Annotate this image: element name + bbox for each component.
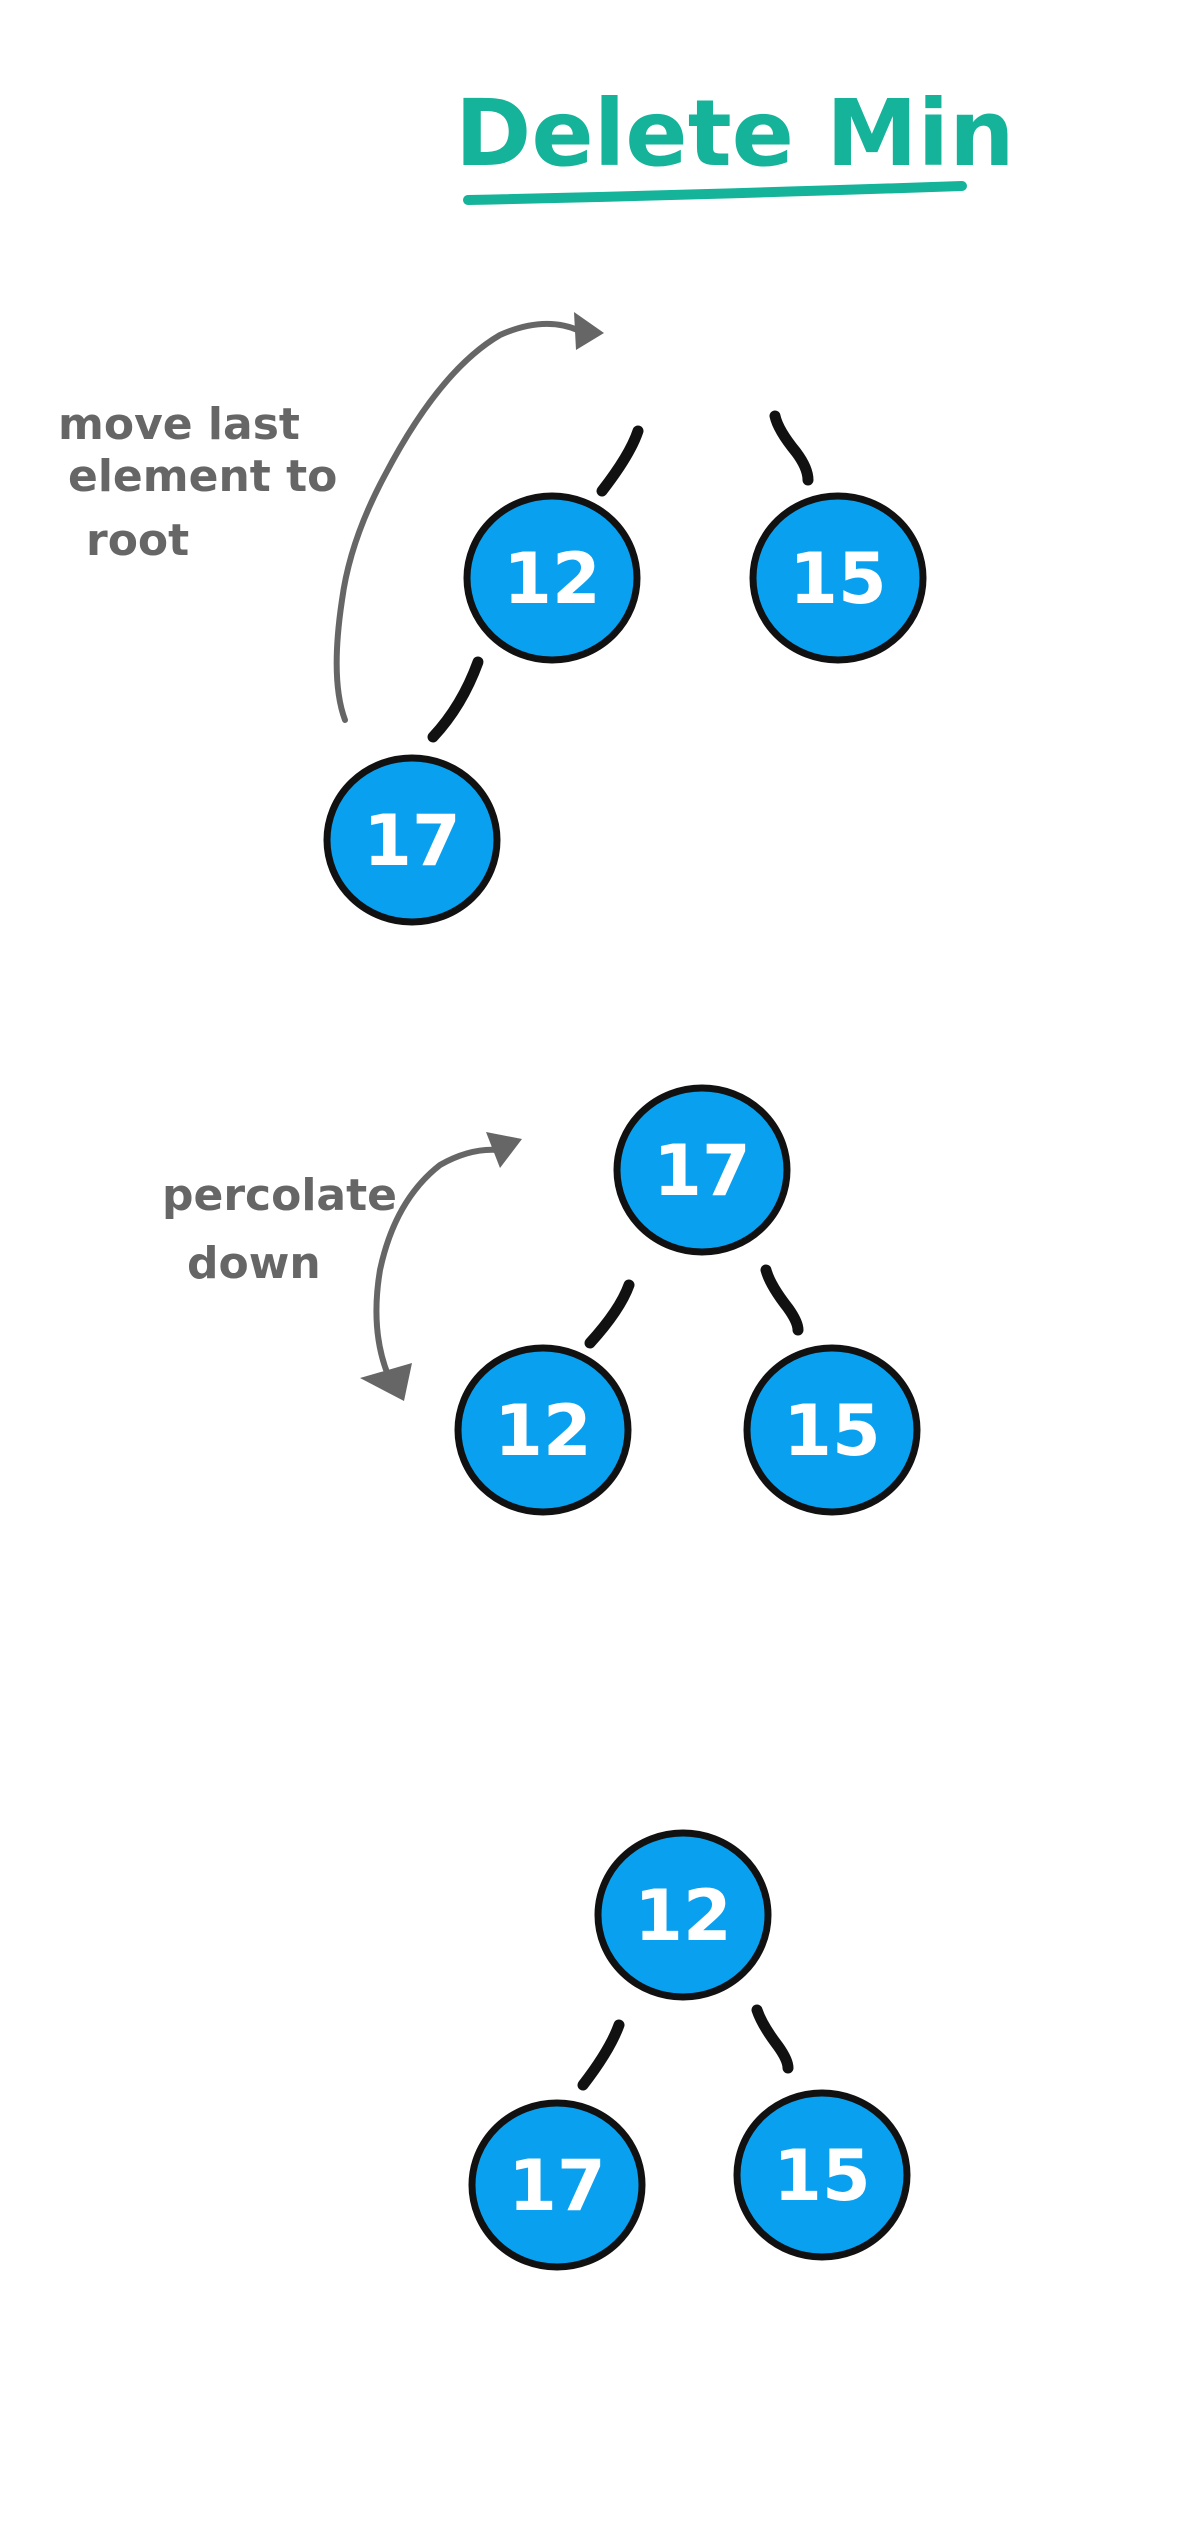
- node-circle: [594, 1829, 772, 2001]
- percolate-arrow: [373, 1146, 501, 1378]
- move-last-label-line3: root: [86, 515, 189, 566]
- percolate-arrowhead-top-icon: [486, 1132, 522, 1168]
- move-last-arrowhead-icon: [574, 312, 604, 350]
- node-circle: [468, 2099, 646, 2271]
- node-circle: [749, 492, 927, 664]
- page-title: Delete Min: [455, 80, 1015, 187]
- step3-node-left: 17: [468, 2099, 646, 2271]
- step-2-percolate-down: percolate down 17 12 15: [162, 1084, 921, 1516]
- node-value: 17: [363, 800, 460, 882]
- node-value: 15: [783, 1390, 880, 1472]
- move-last-arrow: [333, 320, 583, 723]
- node-circle: [733, 2089, 911, 2261]
- step-3-result: 12 17 15: [468, 1829, 911, 2271]
- step2-node-left: 12: [454, 1344, 632, 1516]
- percolate-annotation: percolate down: [162, 1170, 397, 1289]
- step1-edge-root-right: [769, 410, 814, 486]
- node-value: 17: [653, 1130, 750, 1212]
- step1-node-left: 12: [463, 492, 641, 664]
- step3-node-right: 15: [733, 2089, 911, 2261]
- step2-edge-root-right: [760, 1264, 804, 1336]
- move-last-label-line1: move last: [58, 399, 300, 450]
- move-last-annotation: move last element to root: [58, 399, 337, 566]
- node-value: 12: [503, 538, 600, 620]
- node-circle: [463, 492, 641, 664]
- node-circle: [323, 754, 501, 926]
- node-circle: [613, 1084, 791, 1256]
- step3-edge-root-left: [577, 2019, 625, 2091]
- node-value: 12: [634, 1875, 731, 1957]
- step1-node-right: 15: [749, 492, 927, 664]
- move-last-label-line2: element to: [68, 451, 337, 502]
- title-underline: [463, 181, 967, 205]
- step1-edge-12-17: [427, 656, 484, 743]
- step1-edge-root-left: [596, 425, 644, 497]
- step2-edge-root-left: [584, 1279, 635, 1349]
- node-circle: [454, 1344, 632, 1516]
- percolate-label-line2: down: [187, 1238, 321, 1289]
- step1-node-last: 17: [323, 754, 501, 926]
- step3-node-root: 12: [594, 1829, 772, 2001]
- step3-edge-root-right: [751, 2004, 794, 2074]
- percolate-arrowhead-bottom-icon: [360, 1363, 412, 1401]
- node-value: 15: [773, 2135, 870, 2217]
- title-group: Delete Min: [455, 80, 1015, 205]
- step2-node-root: 17: [613, 1084, 791, 1256]
- step2-node-right: 15: [743, 1344, 921, 1516]
- node-value: 15: [789, 538, 886, 620]
- node-value: 17: [508, 2145, 605, 2227]
- node-circle: [743, 1344, 921, 1516]
- node-value: 12: [494, 1390, 591, 1472]
- step-1-move-last-to-root: move last element to root 12 15 17: [58, 312, 927, 926]
- percolate-label-line1: percolate: [162, 1170, 397, 1221]
